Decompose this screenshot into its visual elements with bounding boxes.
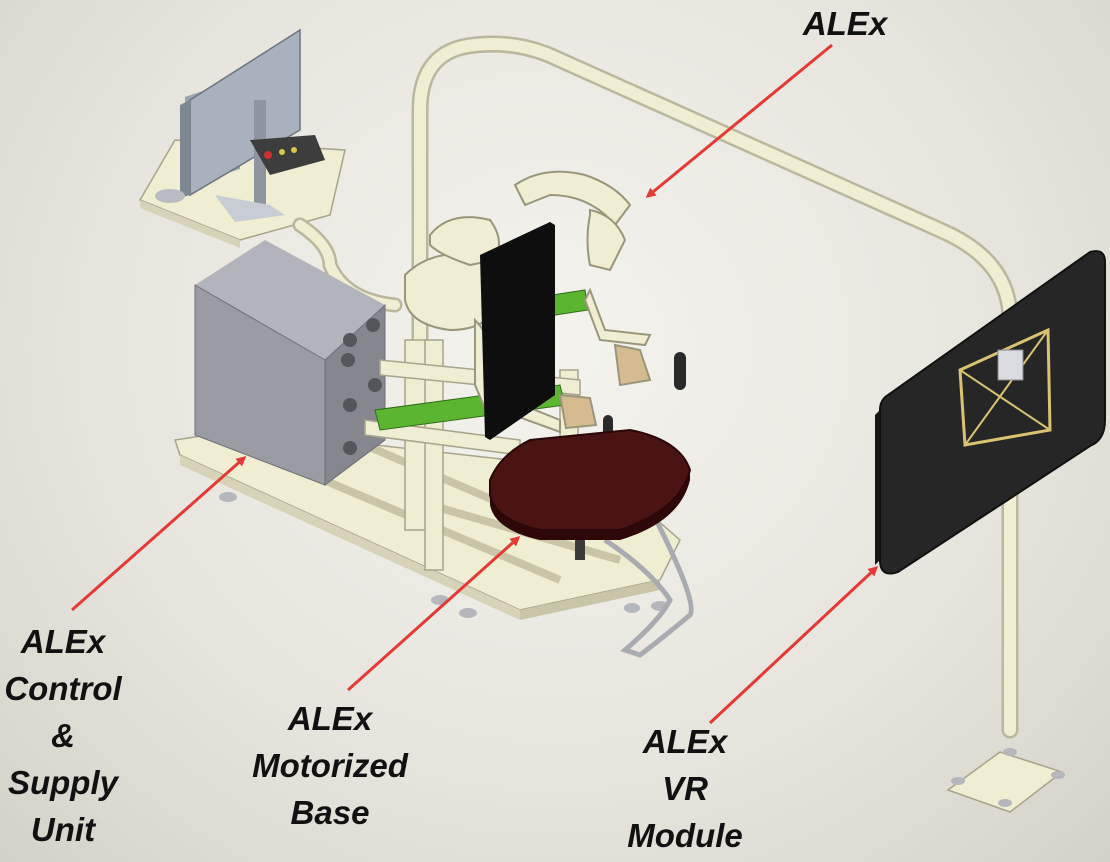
label-line: Unit bbox=[30, 811, 96, 848]
label-line: ALEx bbox=[642, 723, 728, 760]
label-line: ALEx bbox=[20, 623, 106, 660]
back-panel bbox=[480, 222, 555, 440]
label-line: ALEx bbox=[287, 700, 373, 737]
label-line: Motorized bbox=[252, 747, 408, 784]
arrow-to-motorized-base bbox=[347, 536, 521, 692]
monitor-desk bbox=[138, 28, 346, 248]
label-vr-module: ALEx VR Module bbox=[610, 718, 760, 859]
arm-handle bbox=[674, 352, 686, 390]
label-line: Module bbox=[627, 817, 743, 854]
arrow-to-exoskeleton bbox=[645, 43, 833, 198]
label-line: Base bbox=[290, 794, 370, 831]
arrow-to-vr-module bbox=[708, 565, 879, 725]
pointer-arrows bbox=[71, 43, 879, 725]
label-line: Control bbox=[4, 670, 122, 707]
label-motorized-base: ALEx Motorized Base bbox=[230, 695, 430, 836]
label-alex-text: ALEx bbox=[802, 5, 888, 42]
label-line: & bbox=[51, 717, 75, 754]
arrow-to-control-unit bbox=[71, 456, 247, 612]
label-line: VR bbox=[662, 770, 708, 807]
label-control-supply-unit: ALEx Control & Supply Unit bbox=[0, 618, 126, 853]
label-alex: ALEx bbox=[780, 0, 910, 47]
seat bbox=[489, 428, 694, 658]
label-line: Supply bbox=[7, 764, 118, 801]
control-cabinet bbox=[194, 240, 386, 486]
vr-module bbox=[875, 250, 1106, 813]
